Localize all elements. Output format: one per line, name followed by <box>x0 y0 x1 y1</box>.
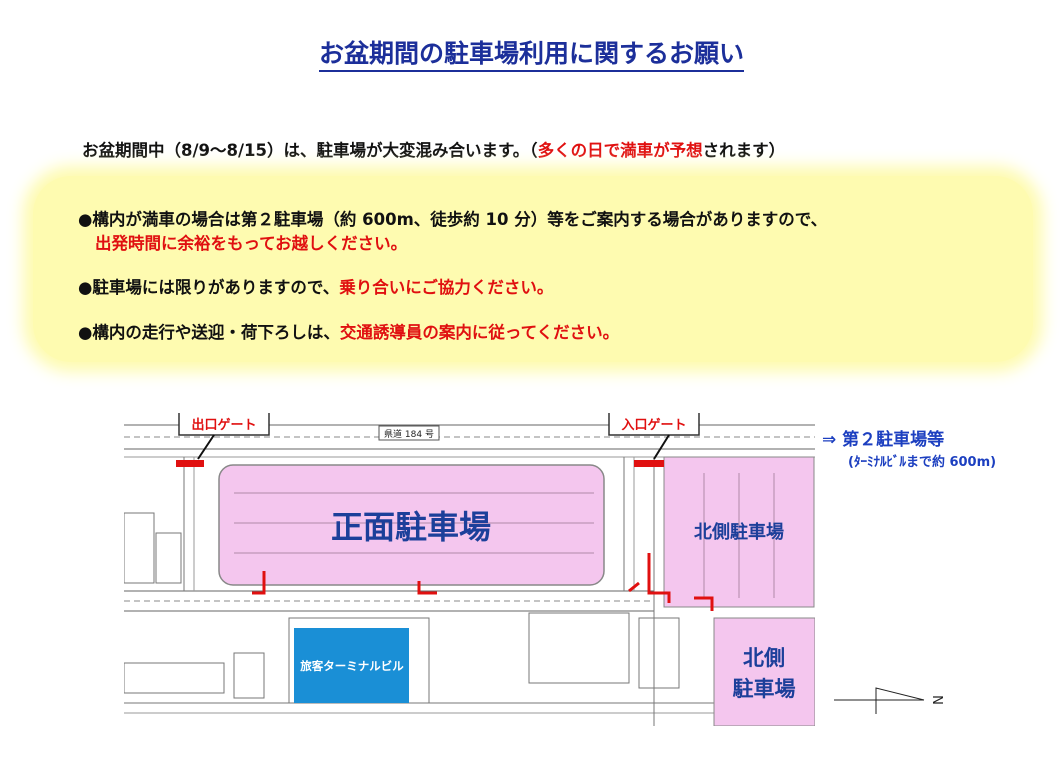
second-parking-note: (ﾀｰﾐﾅﾙﾋﾞﾙまで約 600m) <box>848 455 997 470</box>
north-arrow-icon: N <box>834 687 944 714</box>
lead-red: 多くの日で満車が予想 <box>537 141 703 160</box>
page-title-text: お盆期間の駐車場利用に関するお願い <box>318 39 744 72</box>
notice-item-1-text: ●構内が満車の場合は第２駐車場（約 600m、徒歩約 10 分）等をご案内する場… <box>78 210 828 229</box>
lead-after: されます） <box>702 141 786 160</box>
notice-item-2: ●駐車場には限りがありますので、乗り合いにご協力ください。 <box>78 274 553 298</box>
notice-item-2-red: 乗り合いにご協力ください。 <box>339 278 554 297</box>
north-parking-label-1: 北側 <box>743 646 785 670</box>
notice-item-1-red: 出発時間に余裕をもってお越しください。 <box>95 234 408 253</box>
notice-item-3-red: 交通誘導員の案内に従ってください。 <box>339 323 620 342</box>
notice-item-2-text: ●駐車場には限りがありますので、 <box>78 278 340 297</box>
lead-before: お盆期間中（8/9～8/15）は、駐車場が大変混み合います。（ <box>82 141 538 160</box>
front-parking-lot <box>218 464 605 586</box>
parking-map: 正面駐車場 北側駐車場 北側 駐車場 旅客ターミナルビル 県道 184 号 出口… <box>124 413 815 726</box>
lead-text: お盆期間中（8/9～8/15）は、駐車場が大変混み合います。（多くの日で満車が予… <box>82 137 785 161</box>
terminal-label: 旅客ターミナルビル <box>300 659 404 673</box>
entry-gate-bar <box>634 460 664 467</box>
exit-gate-bar <box>176 460 204 467</box>
notice-item-1: ●構内が満車の場合は第２駐車場（約 600m、徒歩約 10 分）等をご案内する場… <box>78 206 827 230</box>
front-parking-label: 正面駐車場 <box>331 508 491 546</box>
page-title: お盆期間の駐車場利用に関するお願い <box>0 34 1063 72</box>
north-parking-label-2: 駐車場 <box>733 677 796 701</box>
traffic-arrows <box>252 553 714 611</box>
notice-box <box>33 176 1033 362</box>
notice-item-3: ●構内の走行や送迎・荷下ろしは、交通誘導員の案内に従ってください。 <box>78 319 619 343</box>
north-parking-lot <box>713 617 815 726</box>
notice-item-3-text: ●構内の走行や送迎・荷下ろしは、 <box>78 323 340 342</box>
second-parking-label: ⇒ 第２駐車場等 <box>822 430 945 450</box>
terminal-building <box>294 628 409 703</box>
road-label: 県道 184 号 <box>384 428 434 440</box>
exit-gate-label: 出口ゲート <box>191 417 256 433</box>
north-mark: N <box>929 695 944 705</box>
entry-gate-label: 入口ゲート <box>621 417 686 433</box>
north-side-parking-label: 北側駐車場 <box>694 521 784 543</box>
